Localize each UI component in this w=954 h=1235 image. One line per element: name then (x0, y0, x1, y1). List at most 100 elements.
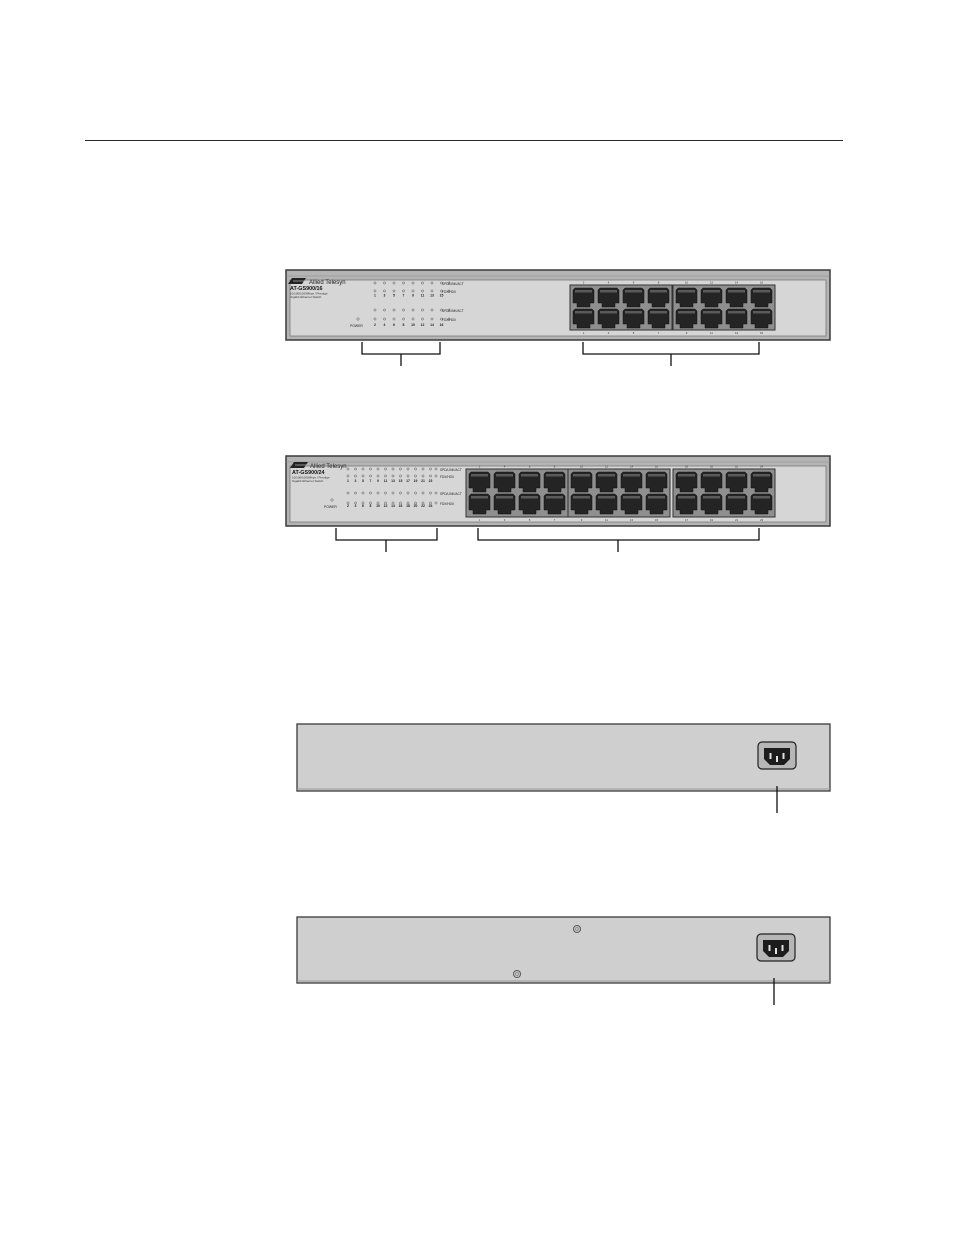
led-number: 16 (399, 504, 403, 508)
rj45-port[interactable] (725, 493, 748, 515)
power-led (356, 317, 360, 321)
status-led (376, 491, 380, 495)
status-led (369, 474, 372, 478)
rj45-port[interactable] (647, 308, 670, 329)
power-led (330, 498, 334, 502)
led-number: 8 (403, 323, 405, 327)
port-number-bottom: 15 (655, 518, 659, 522)
status-led (346, 467, 350, 471)
rj45-port[interactable] (595, 471, 618, 493)
rj45-port[interactable] (595, 493, 618, 515)
rj45-port[interactable] (622, 308, 645, 329)
rj45-port[interactable] (645, 493, 668, 515)
rj45-port[interactable] (518, 471, 541, 493)
port-contacts (471, 474, 488, 477)
rj45-port[interactable] (700, 493, 723, 515)
mounting-screw (572, 924, 582, 934)
rj45-port[interactable] (543, 493, 566, 515)
port-number-top: 14 (630, 465, 634, 469)
rj45-port[interactable] (493, 471, 516, 493)
port-number-bottom: 9 (686, 331, 688, 335)
header-rule (85, 140, 843, 141)
rj45-port[interactable] (572, 287, 595, 308)
port-contacts (648, 496, 665, 499)
led-number: 3 (384, 294, 386, 298)
rj45-port[interactable] (543, 471, 566, 493)
rj45-port[interactable] (725, 287, 748, 308)
led-number: 12 (384, 504, 388, 508)
port-contacts (678, 311, 695, 314)
rj45-port[interactable] (468, 471, 491, 493)
brand-name: Allied Telesyn (309, 280, 346, 286)
status-led (411, 317, 415, 321)
rj45-port[interactable] (725, 471, 748, 493)
led-number: 4 (384, 323, 386, 327)
port-contacts (623, 496, 640, 499)
status-led (421, 474, 425, 478)
rear-chassis (296, 723, 831, 792)
led-callout-bracket (361, 342, 441, 366)
port-contacts (496, 474, 513, 477)
rj45-port[interactable] (597, 287, 620, 308)
rj45-port[interactable] (725, 308, 748, 329)
led-number: 22 (421, 504, 425, 508)
status-led (430, 289, 434, 293)
status-led (361, 501, 365, 505)
rj45-port[interactable] (675, 308, 698, 329)
status-led (440, 289, 443, 293)
model-label: AT-GS900/24 (292, 470, 325, 476)
port-number-bottom: 23 (760, 518, 764, 522)
rj45-port[interactable] (493, 493, 516, 515)
port-contacts (703, 496, 720, 499)
status-led (406, 491, 410, 495)
rj45-port[interactable] (700, 287, 723, 308)
port-number-bottom: 3 (608, 331, 610, 335)
rj45-port[interactable] (468, 493, 491, 515)
rj45-port[interactable] (700, 308, 723, 329)
led-number: 3 (355, 479, 357, 483)
rj45-port[interactable] (622, 287, 645, 308)
status-led (411, 281, 415, 285)
rj45-port[interactable] (750, 493, 773, 515)
rj45-port[interactable] (620, 471, 643, 493)
power-label: POWER (324, 505, 337, 509)
status-led (383, 308, 386, 312)
rj45-port[interactable] (750, 471, 773, 493)
status-led (376, 467, 380, 471)
rj45-port[interactable] (700, 471, 723, 493)
status-led (373, 281, 377, 285)
status-led (399, 501, 402, 505)
rj45-port[interactable] (518, 493, 541, 515)
led-status-fdx-top: FDX/HDX (442, 290, 457, 294)
port-number-top: 8 (554, 465, 556, 469)
rj45-port[interactable] (675, 471, 698, 493)
status-led (354, 467, 357, 471)
led-number: 8 (370, 504, 372, 508)
rj45-port[interactable] (675, 493, 698, 515)
port-contacts (753, 496, 770, 499)
rj45-port[interactable] (750, 287, 773, 308)
status-led (421, 289, 424, 293)
status-led (361, 491, 365, 495)
rj45-port[interactable] (597, 308, 620, 329)
rj45-port[interactable] (570, 493, 593, 515)
rj45-port[interactable] (750, 308, 773, 329)
port-number-bottom: 11 (710, 331, 713, 335)
port-number-bottom: 13 (630, 518, 634, 522)
led-number: 12 (421, 323, 425, 327)
rj45-port[interactable] (645, 471, 668, 493)
port-contacts (703, 474, 720, 477)
rj45-port[interactable] (570, 471, 593, 493)
led-number: 16 (440, 323, 444, 327)
rj45-port[interactable] (572, 308, 595, 329)
status-led (406, 474, 410, 478)
port-number-bottom: 19 (710, 518, 714, 522)
rj45-port[interactable] (620, 493, 643, 515)
rj45-port[interactable] (647, 287, 670, 308)
status-led (414, 474, 417, 478)
port-number-top: 16 (760, 281, 764, 285)
port-number-bottom: 3 (504, 518, 506, 522)
rj45-port[interactable] (675, 287, 698, 308)
port-contacts (573, 474, 590, 477)
